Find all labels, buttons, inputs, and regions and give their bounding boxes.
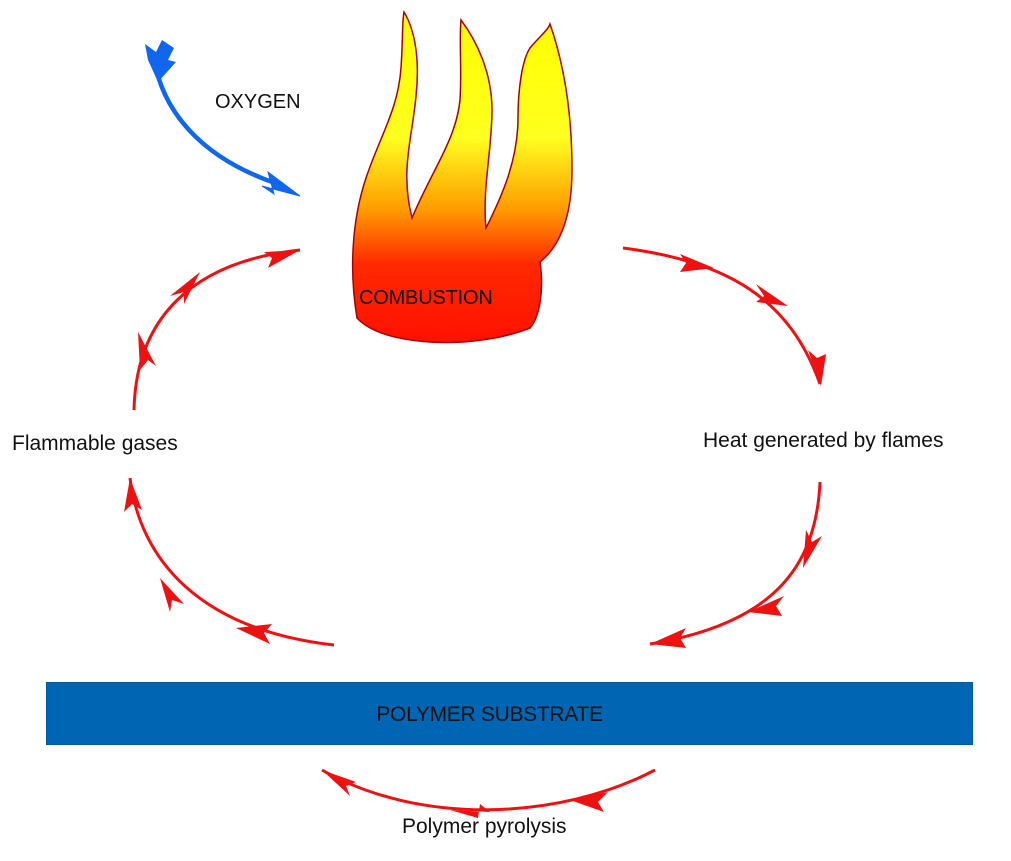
oxygen-arrow (145, 40, 301, 197)
polymer-pyrolysis-label: Polymer pyrolysis (402, 815, 567, 838)
combustion-label: COMBUSTION (359, 287, 493, 309)
oxygen-label: OXYGEN (215, 91, 301, 113)
pyrolysis-arrow (321, 768, 656, 818)
gas-arrow-upper (132, 248, 301, 411)
flame-icon (351, 9, 573, 344)
gas-arrow-lower (124, 477, 335, 647)
heat-label: Heat generated by flames (703, 429, 944, 452)
polymer-substrate-block: POLYMER SUBSTRATE (46, 682, 973, 745)
polymer-substrate-label: POLYMER SUBSTRATE (376, 703, 603, 726)
flammable-gases-label: Flammable gases (12, 432, 178, 455)
heat-arrow-lower (649, 481, 822, 648)
heat-arrow-upper (622, 246, 826, 386)
